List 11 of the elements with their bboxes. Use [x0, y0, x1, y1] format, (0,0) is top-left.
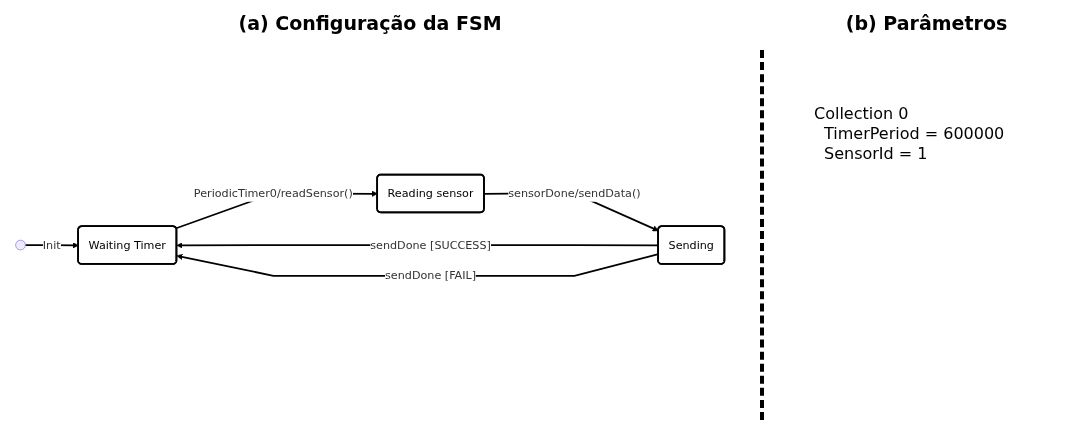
edge-label: PeriodicTimer0/readSensor() — [193, 186, 353, 200]
parameter-group: Collection 0 — [814, 104, 1069, 124]
panel-title: (b) Parâmetros — [844, 12, 1009, 34]
node-circle — [15, 239, 26, 250]
parameter-line: TimerPeriod = 600000 — [823, 124, 1006, 144]
parameter-line: SensorId = 1 — [823, 144, 929, 164]
edge-label: sensorDone/sendData() — [508, 186, 641, 200]
edge-label: sendDone [SUCCESS] — [370, 237, 491, 251]
panel-title: (a) Configuração da FSM — [238, 12, 502, 34]
edge-label: Init — [42, 237, 61, 251]
edge-label: sendDone [FAIL] — [385, 268, 477, 282]
